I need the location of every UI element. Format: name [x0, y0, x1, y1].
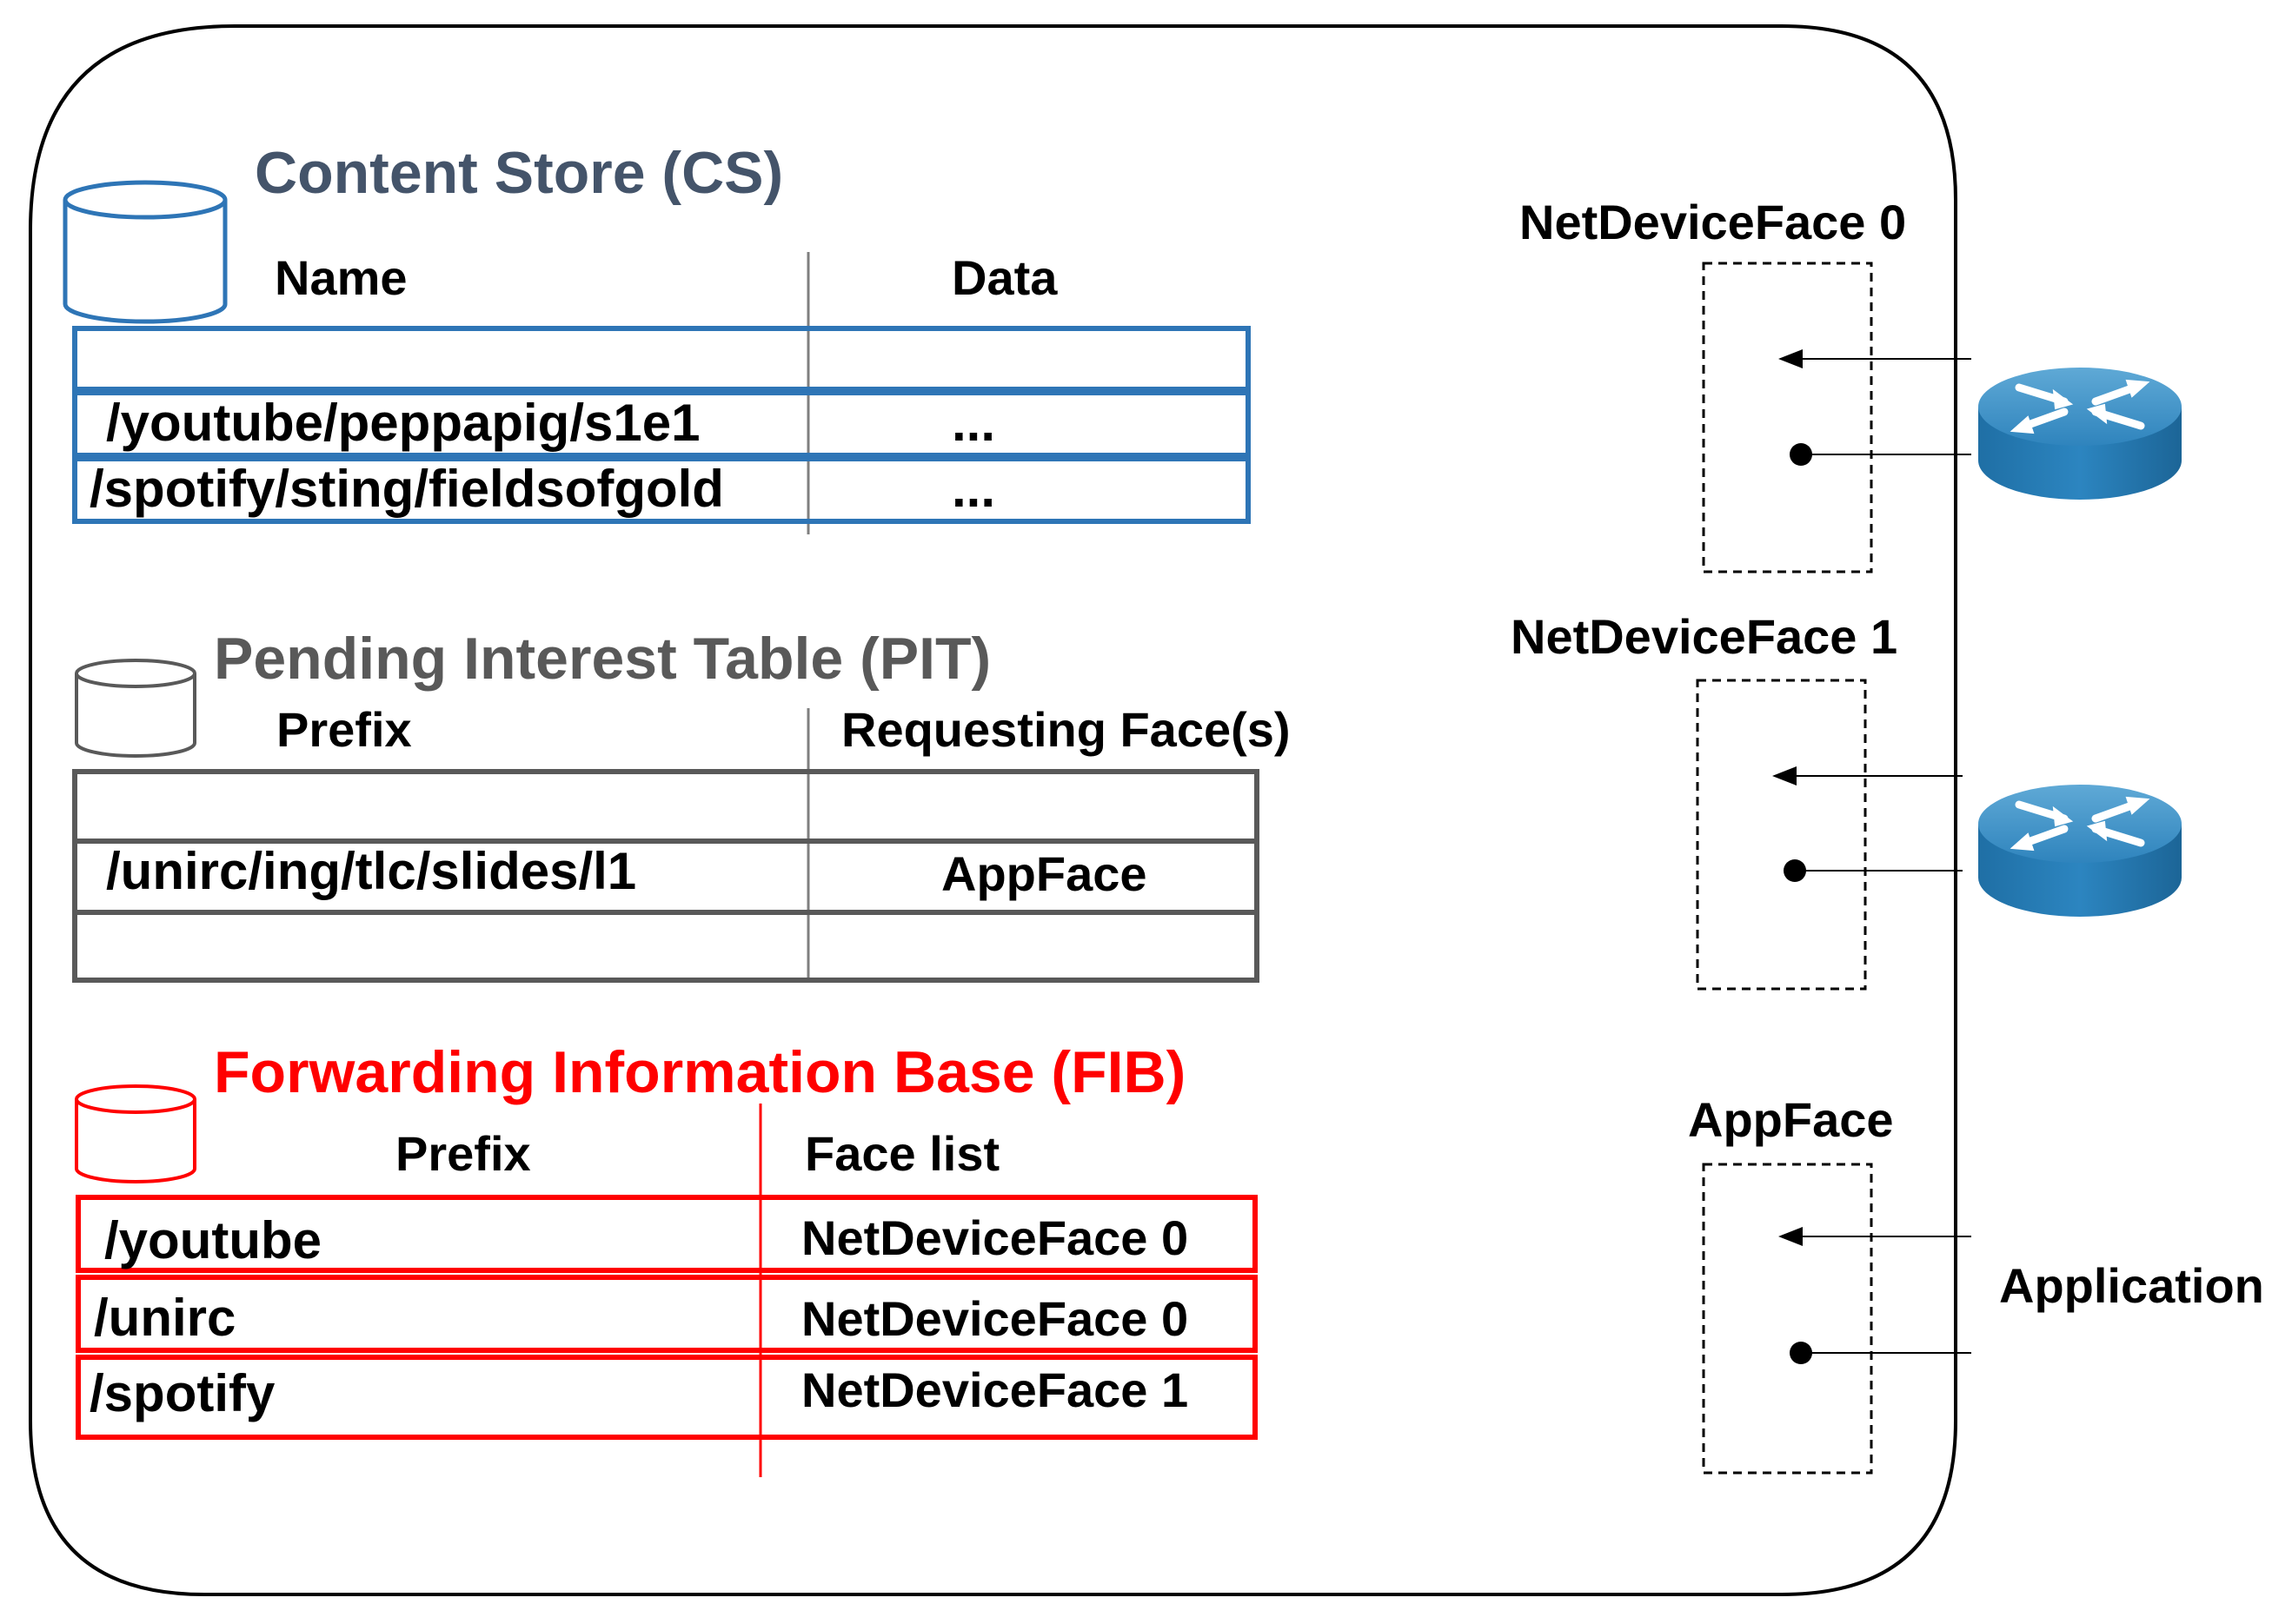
fib-database-icon [75, 1084, 196, 1183]
pit-table [72, 708, 1259, 983]
cs-database-icon [63, 180, 228, 324]
application-label: Application [1999, 1258, 2264, 1313]
router-icon [1978, 785, 2182, 917]
fib-row-prefix: /unirc [94, 1289, 236, 1347]
node-boundary [29, 24, 1957, 1596]
face-box-netdeviceface-1 [1696, 679, 1963, 991]
cs-row-data: ... [952, 394, 996, 452]
face-label-appface: AppFace [1688, 1092, 1894, 1147]
fib-row-prefix: /spotify [90, 1364, 276, 1422]
face-label-netdeviceface-0: NetDeviceFace 0 [1519, 195, 1907, 249]
cs-table [72, 252, 1251, 534]
fib-col-face: Face list [805, 1126, 1000, 1181]
cs-title: Content Store (CS) [255, 140, 784, 206]
cs-col-data: Data [952, 250, 1058, 305]
pit-title: Pending Interest Table (PIT) [214, 626, 992, 692]
fib-row-face: NetDeviceFace 1 [801, 1362, 1189, 1417]
fib-row-prefix: /youtube [104, 1211, 322, 1269]
fib-table [76, 1104, 1258, 1477]
pit-row-face: AppFace [941, 846, 1147, 901]
cs-row-name: /youtube/peppapig/s1e1 [106, 394, 701, 452]
fib-row-face: NetDeviceFace 0 [801, 1291, 1189, 1346]
pit-col-face: Requesting Face(s) [841, 702, 1291, 757]
pit-database-icon [75, 659, 196, 758]
face-box-netdeviceface-0 [1702, 262, 1971, 573]
fib-col-prefix: Prefix [395, 1126, 531, 1181]
fib-title: Forwarding Information Base (FIB) [214, 1039, 1186, 1105]
cs-col-name: Name [275, 250, 408, 305]
face-box-appface [1702, 1163, 1971, 1475]
fib-row-face: NetDeviceFace 0 [801, 1210, 1189, 1265]
cs-row-data: ... [952, 460, 996, 518]
router-icon [1978, 368, 2182, 500]
cs-row-name: /spotify/sting/fieldsofgold [90, 460, 724, 518]
face-label-netdeviceface-1: NetDeviceFace 1 [1511, 609, 1898, 664]
pit-row-prefix: /unirc/ing/tlc/slides/l1 [106, 842, 637, 900]
pit-col-prefix: Prefix [276, 702, 412, 757]
